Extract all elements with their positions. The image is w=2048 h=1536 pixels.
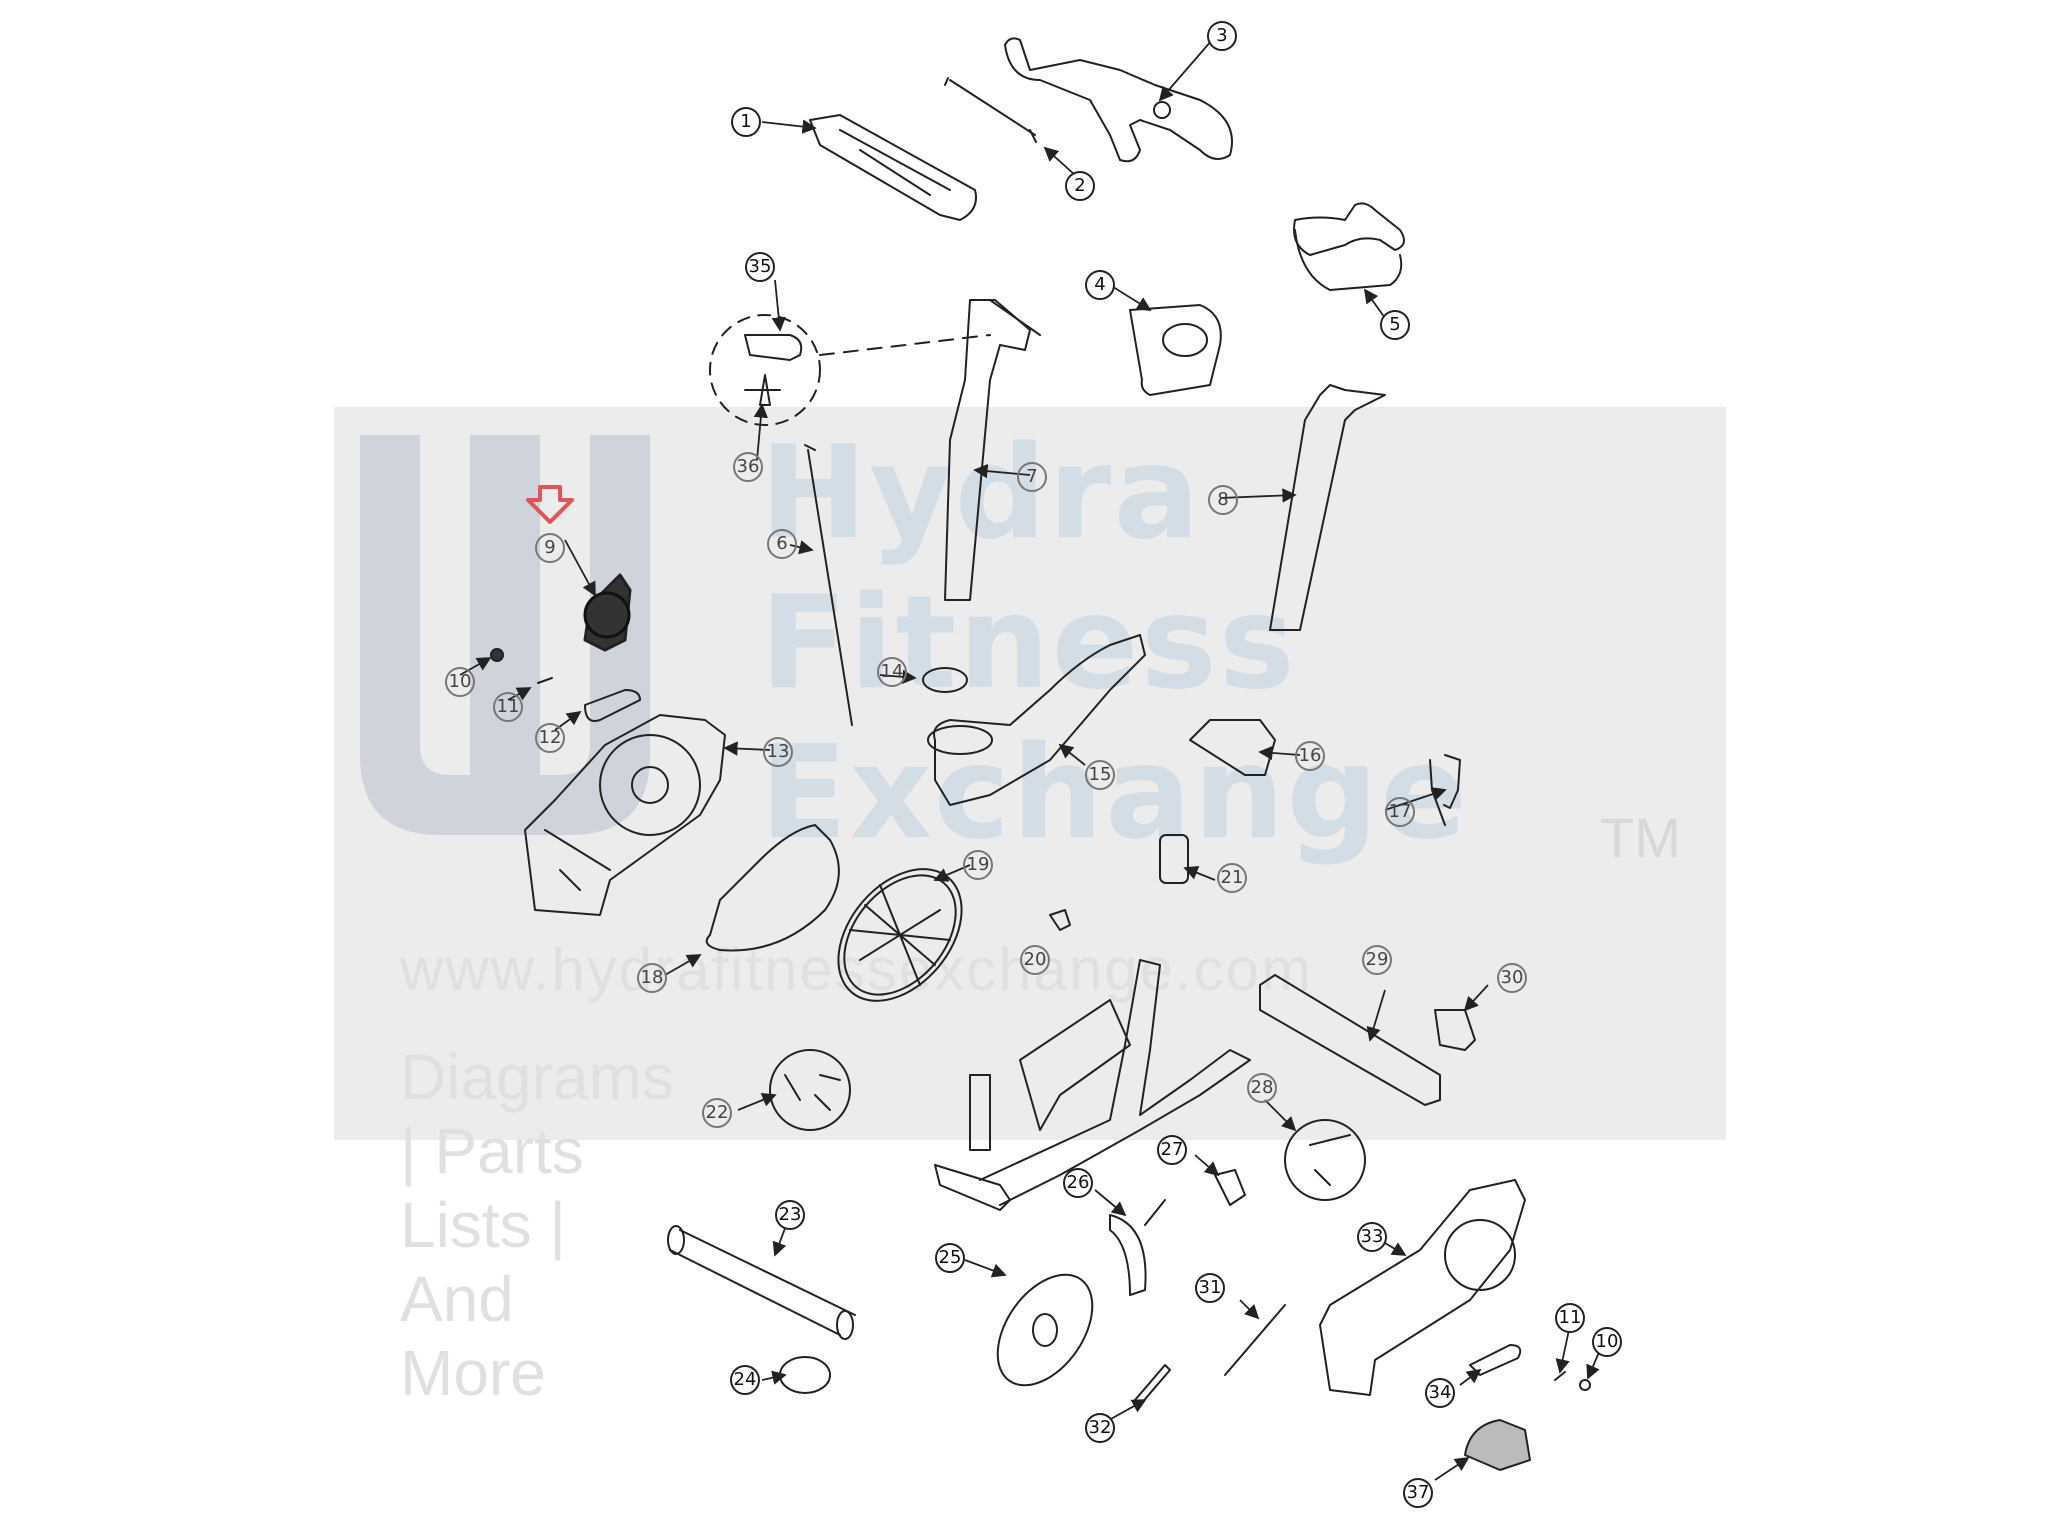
callout-21: 21 <box>1217 863 1247 893</box>
part-37-pedal <box>1464 1419 1531 1471</box>
part-1-console <box>809 114 977 221</box>
watermark-trademark: TM <box>1600 806 1681 869</box>
part-7-stem <box>944 299 1031 601</box>
part-25-wheel <box>996 1273 1094 1387</box>
callout-3: 3 <box>1207 21 1237 51</box>
frame <box>934 959 1251 1211</box>
part-11-screw-right <box>1554 1371 1566 1381</box>
part-5-seat <box>1293 202 1405 256</box>
callout-36: 36 <box>733 452 763 482</box>
callout-1: 1 <box>731 107 761 137</box>
callout-29: 29 <box>1362 945 1392 975</box>
part-8-seat-post <box>1269 384 1386 631</box>
callout-34: 34 <box>1425 1378 1455 1408</box>
part-14-ring <box>922 667 968 693</box>
part-31-axle <box>1224 1304 1286 1376</box>
part-10-nut-right <box>1579 1379 1591 1391</box>
callout-26: 26 <box>1063 1168 1093 1198</box>
part-21-roller <box>1159 834 1189 884</box>
part-2-cable <box>944 77 1037 143</box>
part-23-tube <box>669 1229 856 1336</box>
callout-17: 17 <box>1385 797 1415 827</box>
callout-4: 4 <box>1085 270 1115 300</box>
part-30-end-cap <box>1434 1009 1476 1051</box>
watermark-title-line2: Fitness <box>760 569 1297 718</box>
callout-12: 12 <box>535 723 565 753</box>
callout-8: 8 <box>1208 485 1238 515</box>
callout-10-right: 10 <box>1592 1327 1622 1357</box>
callout-35: 35 <box>745 252 775 282</box>
callout-25: 25 <box>935 1243 965 1273</box>
callout-5: 5 <box>1380 310 1410 340</box>
part-9-module <box>583 573 632 652</box>
callout-31: 31 <box>1195 1273 1225 1303</box>
part-32-spring <box>1134 1364 1171 1406</box>
callout-14: 14 <box>877 657 907 687</box>
part-6-rod <box>804 444 853 726</box>
callout-19: 19 <box>963 850 993 880</box>
callout-13: 13 <box>763 737 793 767</box>
callout-15: 15 <box>1085 760 1115 790</box>
callout-33: 33 <box>1357 1222 1387 1252</box>
part-24-foot <box>779 1356 831 1394</box>
watermark-band <box>334 407 1726 1140</box>
callout-11: 11 <box>493 692 523 722</box>
callout-18: 18 <box>637 963 667 993</box>
highlight-arrow-icon <box>526 485 574 524</box>
part-20-knob <box>1049 909 1071 931</box>
callout-27: 27 <box>1157 1135 1187 1165</box>
callout-10: 10 <box>445 667 475 697</box>
watermark-title-line3: Exchange <box>760 719 1469 868</box>
part-27-sensor <box>1214 1169 1246 1206</box>
callout-9: 9 <box>535 533 565 563</box>
part-18-belt <box>705 824 840 952</box>
callout-23: 23 <box>775 1200 805 1230</box>
callout-7: 7 <box>1017 462 1047 492</box>
callout-16: 16 <box>1295 741 1325 771</box>
callout-2: 2 <box>1065 171 1095 201</box>
part-13-left-cover <box>524 714 726 916</box>
callout-6: 6 <box>767 529 797 559</box>
part-15-shroud <box>933 634 1146 806</box>
callout-32: 32 <box>1085 1413 1115 1443</box>
callout-22: 22 <box>702 1098 732 1128</box>
callout-20: 20 <box>1020 945 1050 975</box>
part-16-cap <box>1189 719 1276 776</box>
callout-37: 37 <box>1403 1478 1433 1508</box>
callout-11-right: 11 <box>1555 1303 1585 1333</box>
part-29-stabilizer <box>1259 974 1441 1106</box>
part-4-bracket <box>1129 304 1222 396</box>
part-3-handlebar <box>1004 37 1233 163</box>
part-28-hardware-kit <box>1284 1119 1366 1201</box>
watermark-tagline: Diagrams | Parts Lists | And More <box>400 1041 674 1409</box>
part-33-right-cover <box>1319 1179 1526 1396</box>
watermark-logo-icon <box>360 435 650 835</box>
callout-30: 30 <box>1497 963 1527 993</box>
part-12-crank <box>584 689 641 722</box>
part-34-crank <box>1469 1344 1522 1376</box>
callout-28: 28 <box>1247 1073 1277 1103</box>
callout-24: 24 <box>730 1365 760 1395</box>
part-22-hardware-kit <box>769 1049 851 1131</box>
part-11-screw <box>537 677 553 684</box>
part-35-clip <box>744 334 803 361</box>
part-10-nut <box>490 648 504 662</box>
part-26-bracket <box>1109 1199 1166 1296</box>
part-36-bolt <box>744 374 781 406</box>
